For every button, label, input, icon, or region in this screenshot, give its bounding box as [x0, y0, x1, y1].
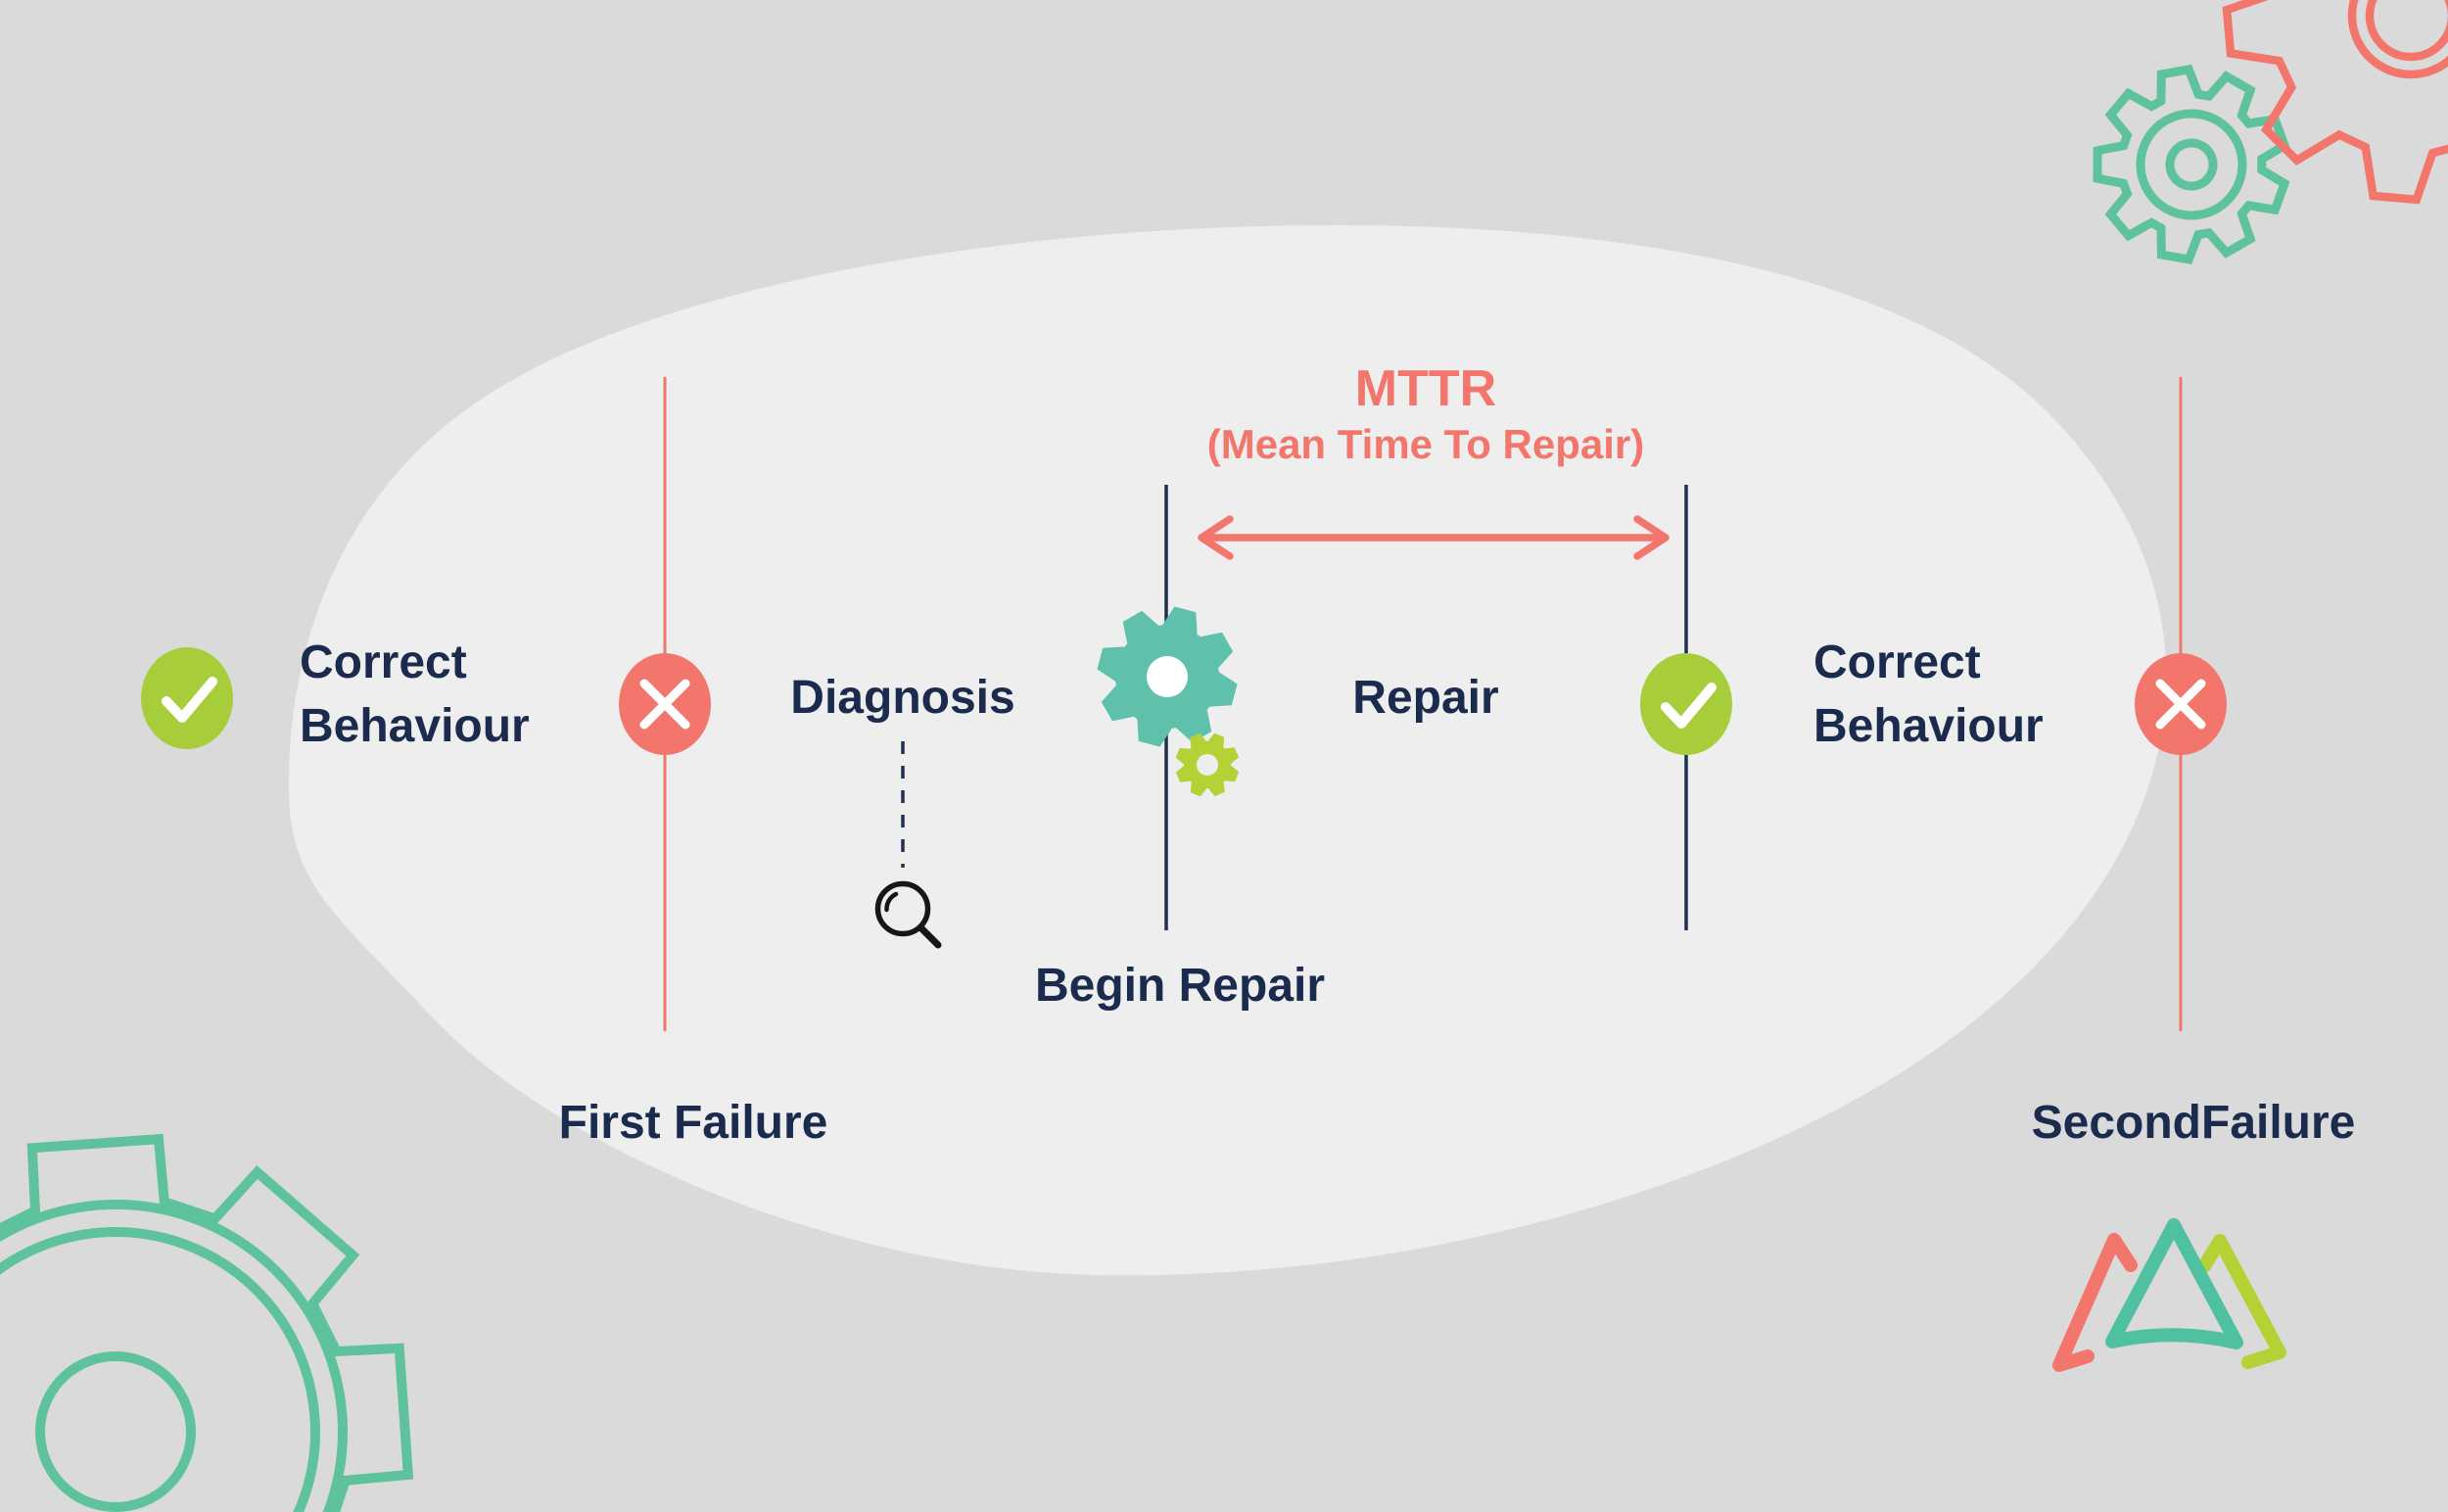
magnifying-glass-icon — [874, 880, 942, 949]
milestone-label-begin-repair: Begin Repair — [1034, 960, 1326, 1012]
phase-label-diagnosis: Diagnosis — [790, 672, 1015, 724]
phase-label-correct-behaviour-left: Correct Behaviour — [300, 637, 530, 752]
milestone-label-first-failure: First Failure — [558, 1097, 828, 1149]
mttr-title: MTTR — [1354, 360, 1497, 417]
logo-peak-salmon — [2052, 1233, 2138, 1372]
phase-label-correct-behaviour-right: Correct Behaviour — [1813, 637, 2044, 752]
milestone-label-second-failure: SecondFailure — [2031, 1097, 2356, 1149]
gear-icon-small — [1175, 732, 1240, 797]
mttr-subtitle: (Mean Time To Repair) — [1206, 421, 1645, 467]
success-marker-left — [141, 647, 233, 749]
decor-gear-bottom-left-teal — [0, 1133, 414, 1512]
success-marker-right — [1640, 653, 1732, 755]
brand-logo — [2052, 1218, 2286, 1372]
mttr-double-arrow — [1198, 515, 1670, 560]
failure-marker-first — [619, 653, 711, 755]
logo-peak-teal — [2105, 1218, 2243, 1349]
failure-marker-second — [2135, 653, 2227, 755]
cross-icon — [2155, 679, 2206, 730]
decor-gear-top-right-salmon — [2222, 0, 2448, 205]
check-icon — [1661, 683, 1717, 729]
decor-gear-top-right-teal — [2093, 64, 2290, 265]
check-icon — [162, 677, 217, 723]
phase-label-repair: Repair — [1352, 672, 1499, 724]
logo-peak-green — [2197, 1234, 2286, 1369]
repair-gears-icon — [1097, 606, 1240, 797]
gear-icon-large — [1097, 606, 1238, 747]
cross-icon — [639, 679, 690, 730]
